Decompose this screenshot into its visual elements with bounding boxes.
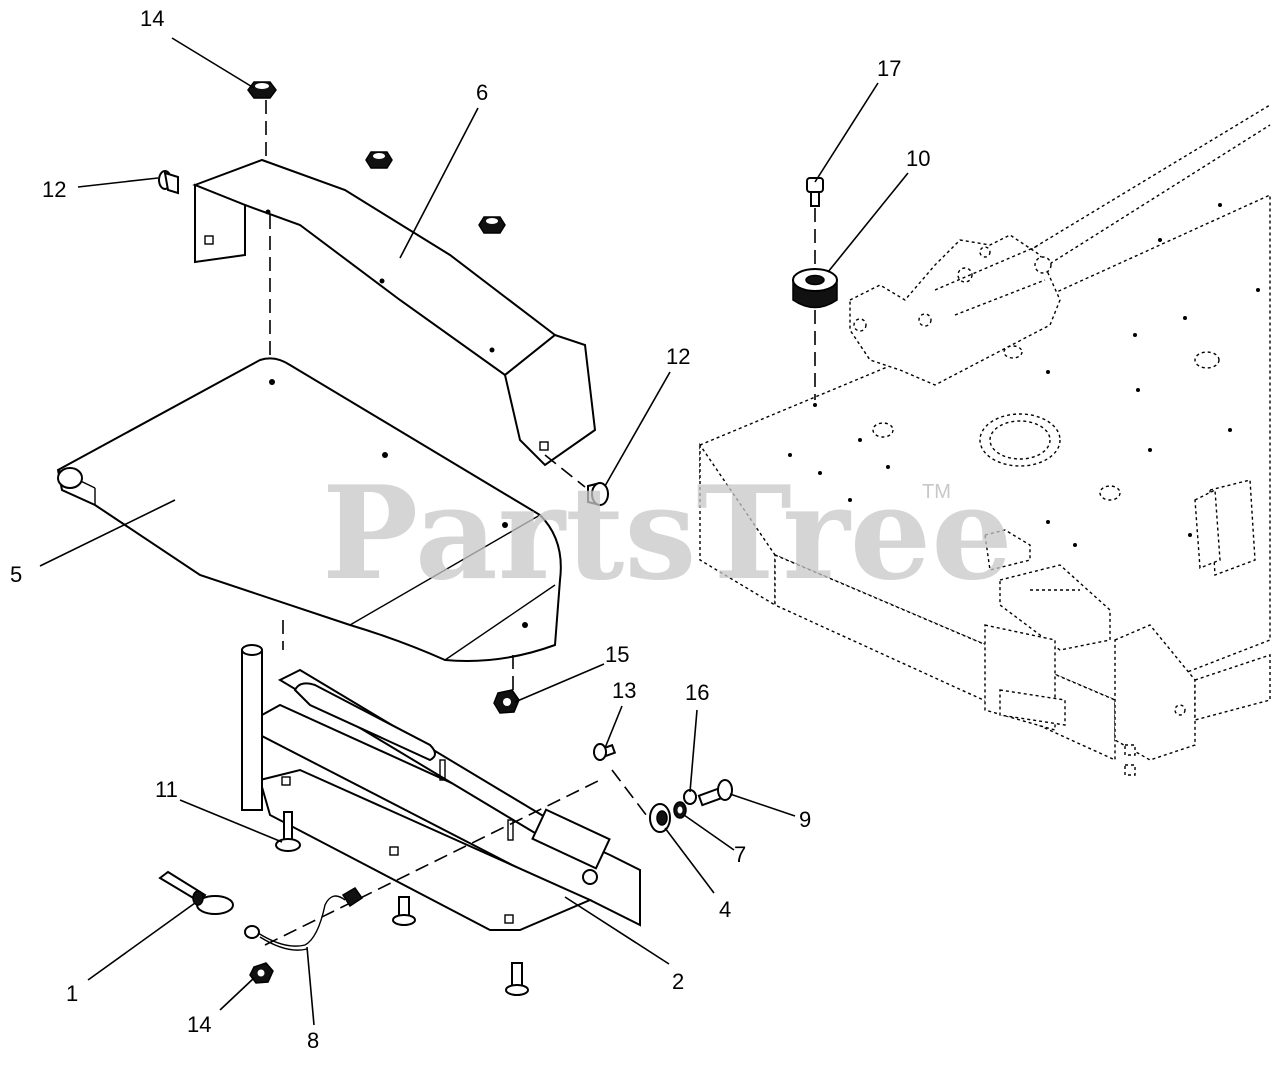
callout-5[interactable]: 5 <box>10 562 22 587</box>
part-6-cover[interactable] <box>192 158 597 467</box>
nut-icon <box>365 151 393 169</box>
callout-4[interactable]: 4 <box>719 897 731 922</box>
callout-14-lower[interactable]: 15 <box>605 642 629 667</box>
part-9-bolt[interactable] <box>697 779 733 807</box>
callout-17[interactable]: 17 <box>877 56 901 81</box>
watermark-text: PartsTree <box>322 459 1013 609</box>
part-7-lockwasher[interactable] <box>673 801 687 819</box>
watermark: PartsTree TM <box>322 459 1013 609</box>
part-12-pin-right[interactable] <box>587 481 610 507</box>
deck-frame <box>699 104 1271 776</box>
part-15-nut[interactable] <box>249 962 274 984</box>
part-14-nut-top[interactable] <box>247 81 277 99</box>
watermark-tm: TM <box>922 481 951 503</box>
callout-13[interactable]: 13 <box>612 678 636 703</box>
part-1-hitch-pin[interactable] <box>158 870 234 915</box>
leader-lines <box>39 37 909 1026</box>
part-2-bracket[interactable] <box>241 644 641 931</box>
part-12-pin-top[interactable] <box>158 170 179 195</box>
callout-10[interactable]: 10 <box>906 146 930 171</box>
callout-1[interactable]: 1 <box>66 981 78 1006</box>
part-13-bolt[interactable] <box>593 743 617 761</box>
callout-12-right[interactable]: 12 <box>666 344 690 369</box>
pin-icon <box>392 896 416 926</box>
callout-2[interactable]: 2 <box>672 969 684 994</box>
callout-12-top[interactable]: 12 <box>42 177 66 202</box>
callouts: 14 6 12 17 10 12 5 15 13 16 11 9 7 4 2 1… <box>10 6 930 1053</box>
callout-6[interactable]: 6 <box>476 80 488 105</box>
part-8-lanyard[interactable] <box>244 887 364 951</box>
part-10-spacer[interactable] <box>792 268 838 309</box>
callout-15[interactable]: 14 <box>187 1012 211 1037</box>
callout-8[interactable]: 8 <box>307 1028 319 1053</box>
callout-9[interactable]: 9 <box>799 807 811 832</box>
part-14-nut-lower[interactable] <box>493 689 520 714</box>
pin-icon <box>505 962 529 996</box>
callout-11[interactable]: 11 <box>155 777 178 802</box>
part-5-deflector[interactable] <box>56 357 562 662</box>
part-4-washer[interactable] <box>649 803 671 833</box>
part-16-nut[interactable] <box>683 789 697 805</box>
callout-14-top[interactable]: 14 <box>140 6 164 31</box>
callout-16[interactable]: 16 <box>685 680 709 705</box>
part-17-bolt[interactable] <box>806 177 824 207</box>
callout-7[interactable]: 7 <box>734 842 746 867</box>
nut-icon <box>478 216 506 234</box>
